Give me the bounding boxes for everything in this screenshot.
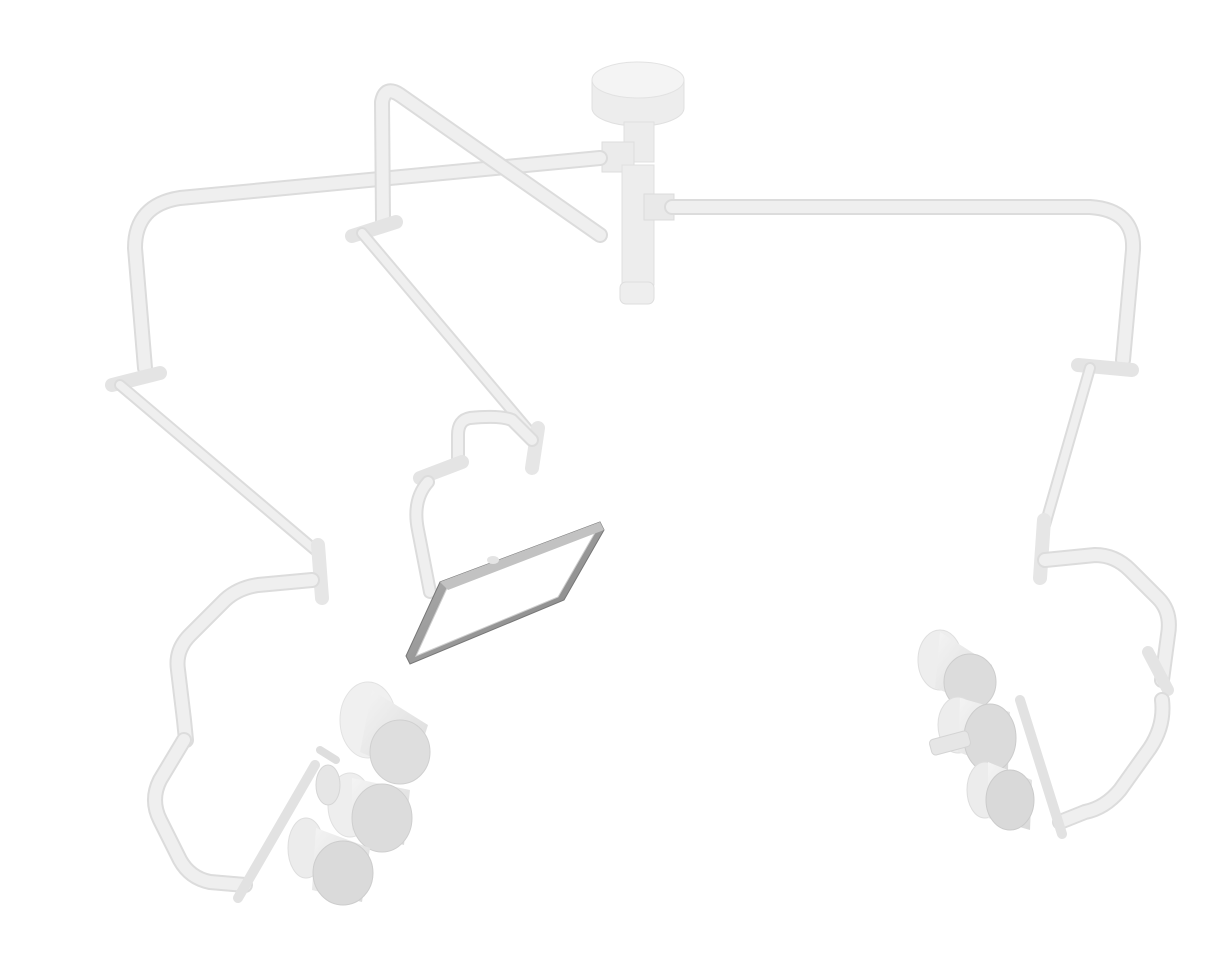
- right-light-head: [917, 629, 1035, 831]
- ceiling-mount: [591, 61, 685, 305]
- right-light-module-bottom: [966, 761, 1035, 831]
- left-light-arm: [105, 150, 608, 903]
- left-light-module-bottom: [287, 817, 374, 906]
- surgical-monitor: [405, 521, 605, 665]
- right-light-arm: [664, 199, 1177, 839]
- left-light-module-top: [339, 681, 431, 785]
- arm-system: [105, 83, 1177, 903]
- left-light-head: [287, 681, 431, 906]
- monitor-arm: [345, 83, 608, 599]
- right-light-module-top: [917, 629, 997, 711]
